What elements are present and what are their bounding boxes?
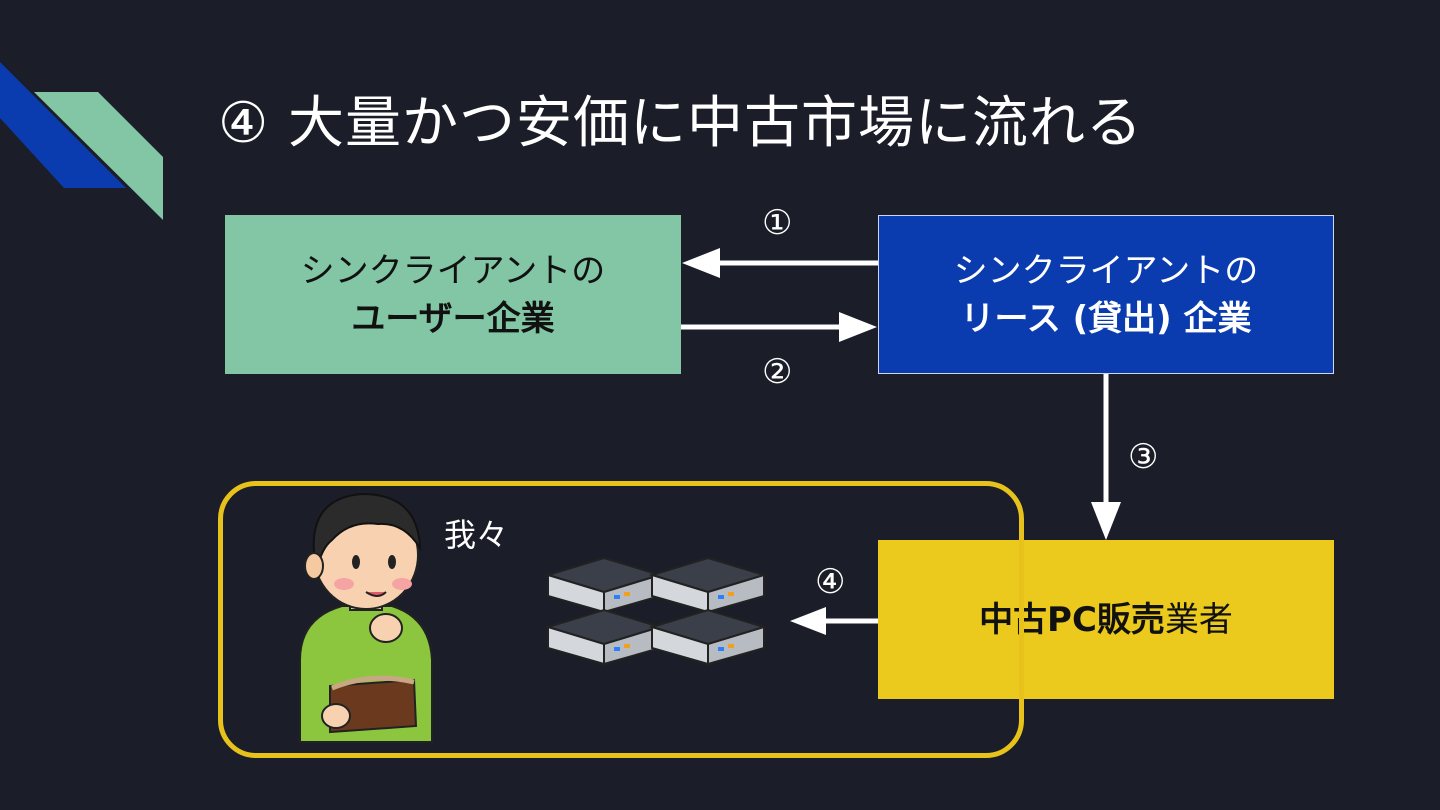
lease-company-line1: シンクライアントの <box>953 250 1259 291</box>
user-company-line2: ユーザー企業 <box>351 298 555 339</box>
arrow-step-3 <box>1091 374 1121 540</box>
arrow-step-4 <box>790 607 878 635</box>
mini-pc-stack-illustration <box>544 556 768 666</box>
us-label: 我々 <box>444 516 509 554</box>
step-2-label: ② <box>762 352 793 392</box>
step-3-label: ③ <box>1128 437 1159 477</box>
user-company-line1: シンクライアントの <box>300 250 606 291</box>
arrow-step-2 <box>681 312 877 342</box>
arrow-step-1 <box>682 248 878 278</box>
used-pc-dealer-box: 中古PC販売業者 <box>878 540 1334 699</box>
step-4-label: ④ <box>815 562 846 602</box>
dealer-bold-text: 中古PC販売 <box>979 599 1165 640</box>
lease-company-box: シンクライアントの リース (貸出) 企業 <box>878 215 1334 374</box>
us-frame <box>218 481 1024 758</box>
mini-pc-unit <box>544 556 664 614</box>
user-company-box: シンクライアントの ユーザー企業 <box>225 215 681 374</box>
corner-stripe-decoration <box>0 62 163 220</box>
mini-pc-unit <box>648 556 768 614</box>
person-with-wallet-illustration <box>299 492 433 743</box>
mini-pc-unit <box>648 608 768 666</box>
step-1-label: ① <box>762 203 793 243</box>
lease-company-line2: リース (貸出) 企業 <box>960 298 1252 339</box>
slide-title: ④ 大量かつ安価に中古市場に流れる <box>218 91 1144 156</box>
mini-pc-unit <box>544 608 664 666</box>
dealer-regular-text: 業者 <box>1164 599 1233 640</box>
